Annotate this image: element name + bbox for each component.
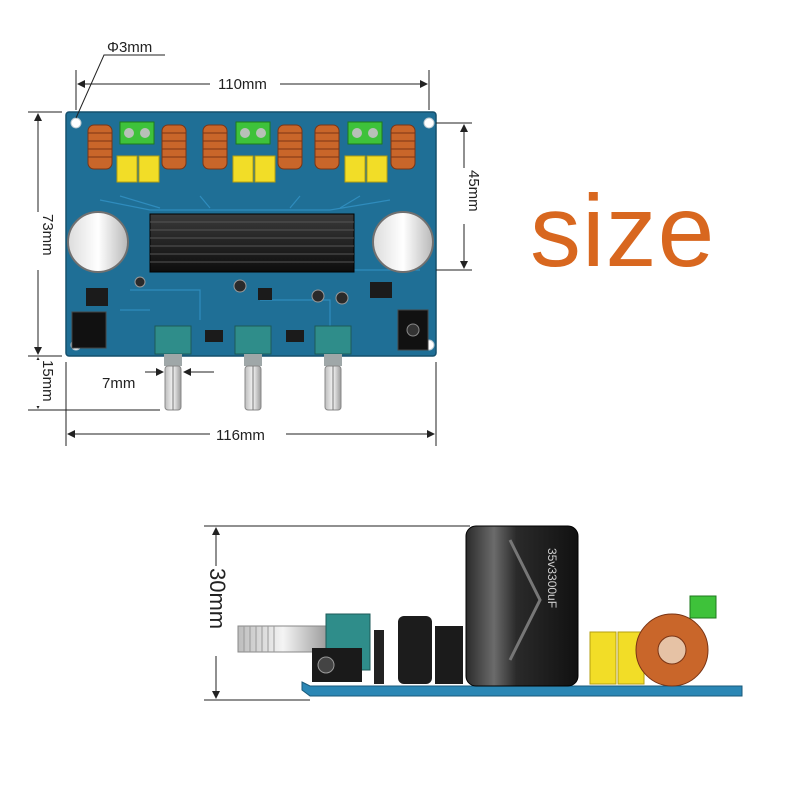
side-chip	[435, 626, 463, 684]
film-capacitor	[138, 155, 160, 183]
electrolytic-capacitor	[67, 211, 129, 273]
top-view-dimension-labels: Φ3mm 110mm 116mm 73mm 15mm 45mm 7mm	[30, 39, 482, 444]
side-component	[374, 630, 384, 684]
mounting-hole	[423, 117, 435, 129]
side-terminal-block	[689, 595, 717, 619]
knob-spacing-label: 7mm	[102, 375, 135, 392]
terminal-block	[235, 121, 271, 145]
inductor	[390, 124, 416, 170]
ic-chip	[258, 288, 272, 300]
film-capacitor	[116, 155, 138, 183]
terminal-block	[347, 121, 383, 145]
potentiometer-volume	[314, 325, 352, 411]
inductor	[87, 124, 113, 170]
small-capacitor	[233, 279, 247, 293]
film-capacitor	[344, 155, 366, 183]
film-capacitor	[366, 155, 388, 183]
film-capacitor	[254, 155, 276, 183]
regulator	[86, 288, 108, 306]
total-height-label: 73mm	[39, 214, 56, 256]
pcb-edge	[301, 681, 743, 697]
pcb-top-view	[65, 111, 437, 411]
output-section-left	[87, 121, 187, 183]
film-capacitor	[232, 155, 254, 183]
heatsink	[149, 213, 355, 273]
pcb-side-view: 35v3300uF	[237, 525, 743, 697]
small-capacitor	[134, 276, 146, 288]
potentiometer-bass	[234, 325, 272, 411]
hole-spacing-height-label: 45mm	[465, 170, 482, 212]
mounting-hole	[70, 117, 82, 129]
side-height-label: 30mm	[205, 568, 230, 629]
side-film-capacitor	[589, 631, 617, 685]
output-section-right	[314, 121, 416, 183]
small-capacitor	[335, 291, 349, 305]
capacitor-marking: 35v3300uF	[545, 548, 559, 608]
side-small-capacitor	[398, 616, 432, 684]
potentiometer-shaft	[237, 625, 329, 653]
potentiometer-treble	[154, 325, 192, 411]
hole-spacing-width-label: 110mm	[218, 76, 267, 93]
total-width-label: 116mm	[216, 427, 265, 444]
ic-chip	[370, 282, 392, 298]
electrolytic-capacitor	[372, 211, 434, 273]
ic-chip	[286, 330, 304, 342]
inductor	[277, 124, 303, 170]
terminal-block	[119, 121, 155, 145]
small-capacitor	[311, 289, 325, 303]
inductor-windings	[88, 132, 415, 158]
hole-diameter-label: Φ3mm	[107, 39, 152, 56]
inductor	[202, 124, 228, 170]
side-electrolytic-capacitor	[465, 525, 579, 687]
size-title: size	[530, 174, 716, 288]
output-section-middle	[202, 121, 303, 183]
inductor	[161, 124, 187, 170]
inductor	[314, 124, 340, 170]
ic-chip	[205, 330, 223, 342]
knob-height-label: 15mm	[39, 360, 56, 402]
power-jack	[71, 311, 107, 349]
